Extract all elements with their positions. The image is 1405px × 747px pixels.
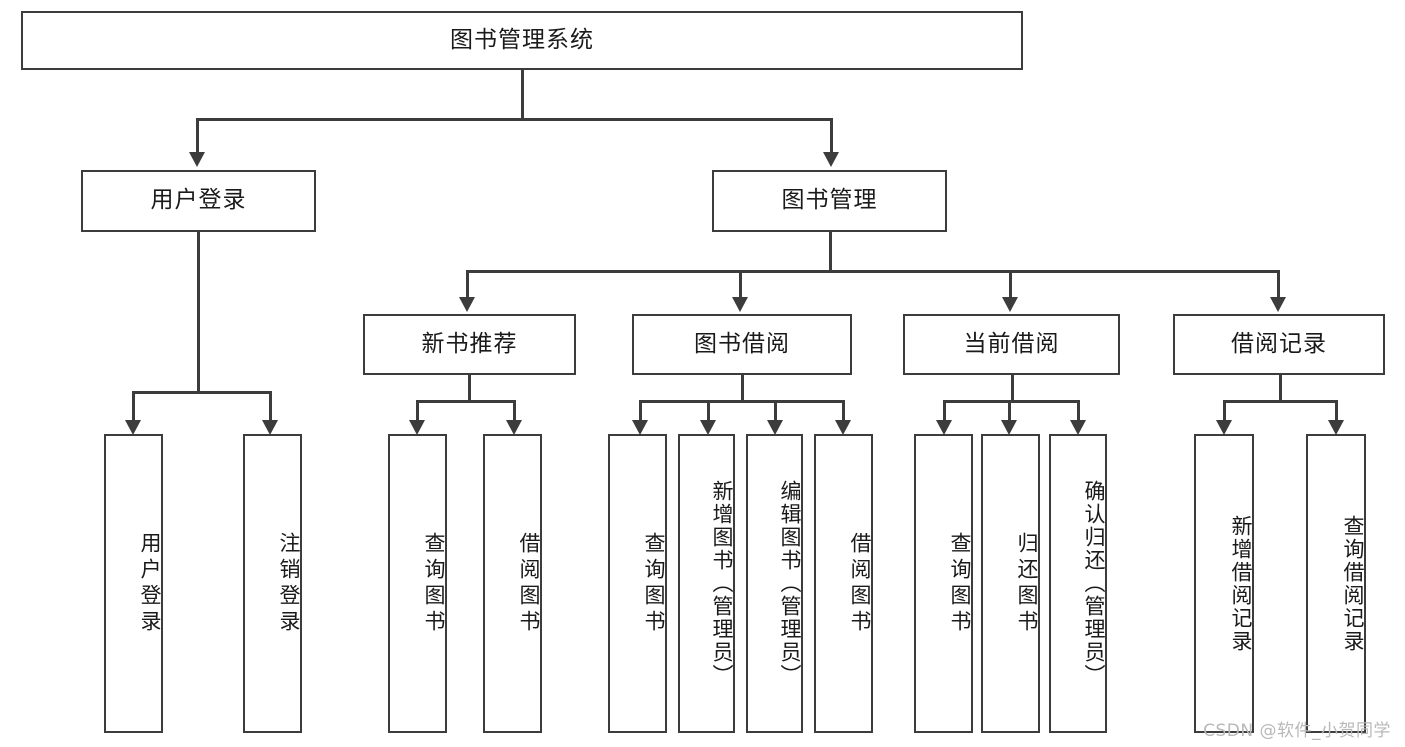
arrow-tsjy-leaf3 xyxy=(767,420,783,435)
edge-jyjl-l2 xyxy=(1335,400,1338,421)
edge-nbr-down xyxy=(468,375,471,402)
edge-nbr-l2 xyxy=(513,400,516,421)
edge-dqjy-down xyxy=(1011,375,1014,402)
edge-nbr-bus xyxy=(416,400,516,403)
leaf-query-book-nbr[interactable]: 查询图书 xyxy=(388,434,447,733)
node-book-borrow[interactable]: 图书借阅 xyxy=(632,314,852,375)
arrow-to-borrow-record xyxy=(1270,297,1286,312)
leaf-borrow-book-nbr[interactable]: 借阅图书 xyxy=(483,434,542,733)
edge-user-login-l1 xyxy=(132,391,135,421)
arrow-leaf-logout xyxy=(262,420,278,435)
edge-book-mgmt-down xyxy=(829,232,832,272)
edge-to-user-login xyxy=(196,118,199,152)
edge-book-mgmt-bus xyxy=(466,270,1280,273)
edge-tsjy-l4 xyxy=(842,400,845,421)
leaf-logout-login[interactable]: 注销登录 xyxy=(243,434,302,733)
edge-user-login-down xyxy=(197,232,200,393)
edge-dqjy-l3 xyxy=(1077,400,1080,421)
edge-tsjy-l3 xyxy=(774,400,777,421)
edge-bm-c3 xyxy=(1009,270,1012,298)
edge-user-login-bus xyxy=(132,391,271,394)
leaf-query-borrow-record[interactable]: 查询借阅记录 xyxy=(1306,434,1366,733)
node-root-system[interactable]: 图书管理系统 xyxy=(21,11,1023,70)
arrow-dqjy-leaf3 xyxy=(1070,420,1086,435)
node-user-login[interactable]: 用户登录 xyxy=(81,170,316,232)
edge-nbr-l1 xyxy=(416,400,419,421)
arrow-jyjl-leaf2 xyxy=(1328,420,1344,435)
arrow-leaf-user-login xyxy=(125,420,141,435)
arrow-jyjl-leaf1 xyxy=(1216,420,1232,435)
leaf-borrow-book-tsjy[interactable]: 借阅图书 xyxy=(814,434,873,733)
edge-tsjy-l2 xyxy=(707,400,710,421)
leaf-edit-book-admin[interactable]: 编辑图书（管理员） xyxy=(746,434,803,733)
node-current-borrow[interactable]: 当前借阅 xyxy=(903,314,1120,375)
arrow-to-user-login xyxy=(189,152,205,167)
leaf-add-borrow-record[interactable]: 新增借阅记录 xyxy=(1194,434,1254,733)
arrow-tsjy-leaf2 xyxy=(700,420,716,435)
arrow-tsjy-leaf1 xyxy=(632,420,648,435)
edge-root-bus xyxy=(196,118,833,121)
arrow-to-book-mgmt xyxy=(823,152,839,167)
edge-to-book-mgmt xyxy=(830,118,833,152)
arrow-dqjy-leaf2 xyxy=(1001,420,1017,435)
node-borrow-record[interactable]: 借阅记录 xyxy=(1173,314,1385,375)
edge-tsjy-l1 xyxy=(639,400,642,421)
edge-dqjy-l2 xyxy=(1008,400,1011,421)
edge-dqjy-l1 xyxy=(943,400,946,421)
leaf-user-login[interactable]: 用户登录 xyxy=(104,434,163,733)
arrow-to-book-borrow xyxy=(732,297,748,312)
leaf-confirm-return-admin[interactable]: 确认归还（管理员） xyxy=(1049,434,1107,733)
edge-tsjy-bus xyxy=(639,400,845,403)
edge-jyjl-l1 xyxy=(1223,400,1226,421)
arrow-tsjy-leaf4 xyxy=(835,420,851,435)
arrow-nbr-leaf2 xyxy=(506,420,522,435)
edge-user-login-l2 xyxy=(269,391,272,421)
leaf-query-book-dqjy[interactable]: 查询图书 xyxy=(914,434,973,733)
edge-bm-c4 xyxy=(1277,270,1280,298)
edge-bm-c2 xyxy=(739,270,742,298)
edge-bm-c1 xyxy=(466,270,469,298)
arrow-dqjy-leaf1 xyxy=(936,420,952,435)
edge-tsjy-down xyxy=(741,375,744,402)
leaf-query-book-tsjy[interactable]: 查询图书 xyxy=(608,434,667,733)
arrow-nbr-leaf1 xyxy=(409,420,425,435)
node-book-management[interactable]: 图书管理 xyxy=(712,170,947,232)
edge-dqjy-bus xyxy=(943,400,1079,403)
leaf-add-book-admin[interactable]: 新增图书（管理员） xyxy=(678,434,735,733)
csdn-watermark: CSDN @软件_小贺同学 xyxy=(1203,721,1391,741)
arrow-to-current-borrow xyxy=(1002,297,1018,312)
edge-root-down xyxy=(521,70,524,120)
edge-jyjl-down xyxy=(1279,375,1282,402)
edge-jyjl-bus xyxy=(1223,400,1337,403)
node-new-book-recommend[interactable]: 新书推荐 xyxy=(363,314,576,375)
arrow-to-new-book-rec xyxy=(459,297,475,312)
leaf-return-book[interactable]: 归还图书 xyxy=(981,434,1040,733)
